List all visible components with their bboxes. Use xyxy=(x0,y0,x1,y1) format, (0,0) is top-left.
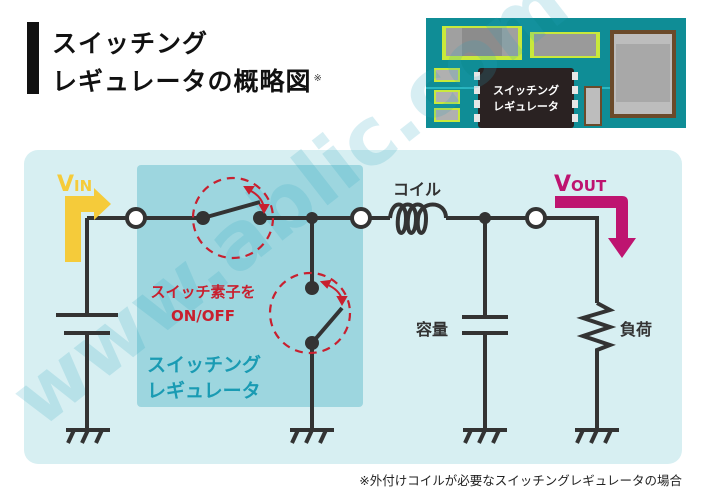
vin-label: VIN xyxy=(57,172,92,197)
switch-note-line1: スイッチ素子を xyxy=(150,283,256,301)
title-note-mark: ※ xyxy=(313,72,323,84)
switch-highlight-circle xyxy=(191,176,275,260)
coil-label: コイル xyxy=(393,180,442,199)
junction-node xyxy=(306,212,318,224)
switch-contact xyxy=(305,281,319,295)
page-title-line1: スイッチング xyxy=(52,29,209,58)
vout-label-main: V xyxy=(554,172,572,197)
page-title-line2: レギュレータの概略図※ xyxy=(52,62,323,98)
load-resistor xyxy=(576,301,617,428)
footnote: ※外付けコイルが必要なスイッチングレギュレータの場合 xyxy=(359,473,682,488)
terminal-vin xyxy=(125,207,147,229)
switch-upper-blade xyxy=(202,200,261,220)
switch-motion-arrow xyxy=(243,186,270,215)
vout-arrow xyxy=(555,196,636,258)
ground-symbol xyxy=(66,428,110,444)
regulator-label: スイッチング レギュレータ xyxy=(147,352,261,404)
vin-label-main: V xyxy=(57,172,75,197)
ground-symbol xyxy=(290,428,334,444)
regulator-label-line2: レギュレータ xyxy=(147,380,261,402)
ground-symbol xyxy=(575,428,619,444)
chip-label-line2: レギュレータ xyxy=(493,99,559,113)
pcb-photo: スイッチング レギュレータ xyxy=(426,18,686,128)
switch-lower-blade xyxy=(310,306,344,345)
vout-label: VOUT xyxy=(554,172,606,197)
terminal-vout xyxy=(525,207,547,229)
regulator-label-line1: スイッチング xyxy=(147,354,262,376)
vin-arrow xyxy=(65,188,111,262)
wire xyxy=(545,216,599,303)
switch-note-line2: ON/OFF xyxy=(170,307,236,325)
vout-label-sub: OUT xyxy=(571,177,607,195)
switch-motion-arrow xyxy=(319,279,348,307)
title-accent-bar xyxy=(27,22,39,94)
junction-node xyxy=(479,212,491,224)
page-title-line2-text: レギュレータの概略図 xyxy=(52,67,312,96)
switch-contact xyxy=(305,336,319,350)
ground-symbol xyxy=(463,428,507,444)
inductor-coil xyxy=(388,202,448,235)
load-label: 負荷 xyxy=(620,320,653,339)
vin-label-sub: IN xyxy=(74,177,93,195)
chip-label-line1: スイッチング xyxy=(493,83,559,97)
switch-contact xyxy=(253,211,267,225)
switch-highlight-circle xyxy=(268,271,352,355)
pcb-illustration: スイッチング レギュレータ xyxy=(426,18,686,128)
switch-contact xyxy=(196,211,210,225)
switch-note: スイッチ素子を ON/OFF xyxy=(143,280,263,328)
capacitor-label: 容量 xyxy=(416,320,449,339)
terminal-lx xyxy=(350,207,372,229)
regulator-chip xyxy=(478,68,574,128)
